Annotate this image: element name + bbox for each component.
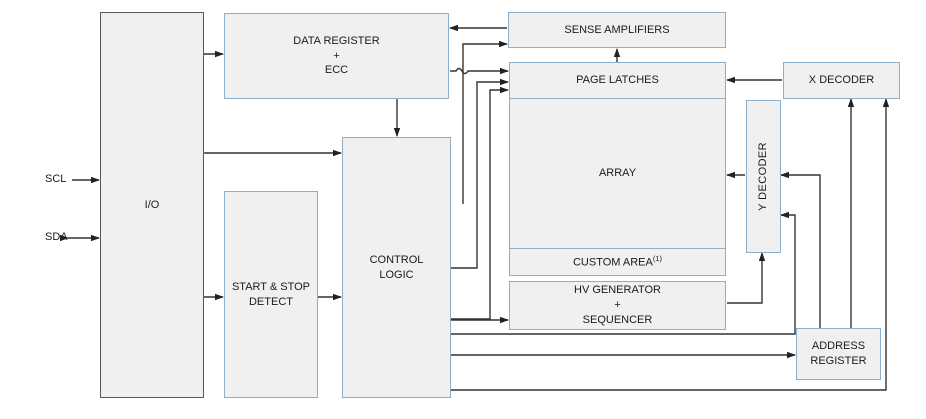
block-data-register[interactable]: DATA REGISTER + ECC — [224, 13, 449, 99]
wire-control-logic-to-sense-amp — [462, 40, 508, 204]
wire-data-register-to-page-latches — [450, 67, 509, 75]
wire-control-logic-to-page-latches-2 — [451, 86, 509, 320]
block-hv-generator[interactable]: HV GENERATOR + SEQUENCER — [509, 281, 726, 330]
pin-sda-text: SDA — [45, 231, 68, 243]
block-address-register-label: ADDRESS REGISTER — [810, 340, 867, 367]
block-y-decoder-label: Y DECODER — [757, 142, 770, 211]
block-hv-generator-label: HV GENERATOR + SEQUENCER — [574, 284, 661, 326]
block-custom-area[interactable]: CUSTOM AREA(1) — [509, 249, 726, 276]
block-address-register[interactable]: ADDRESS REGISTER — [796, 328, 881, 380]
block-sense-amplifiers[interactable]: SENSE AMPLIFIERS — [508, 12, 726, 48]
block-x-decoder-label: X DECODER — [808, 74, 875, 87]
pin-scl-text: SCL — [45, 173, 67, 185]
block-array-label: ARRAY — [598, 167, 637, 180]
block-y-decoder[interactable]: Y DECODER — [746, 100, 781, 253]
block-custom-area-label: CUSTOM AREA(1) — [569, 254, 666, 271]
wire-control-logic-to-y-decoder — [451, 211, 796, 335]
pin-label-scl: SCL — [45, 173, 66, 185]
block-page-latches[interactable]: PAGE LATCHES — [509, 62, 726, 99]
block-x-decoder[interactable]: X DECODER — [783, 62, 900, 99]
pin-label-sda: SDA — [45, 231, 68, 243]
block-control-logic-label: CONTROL LOGIC — [369, 253, 424, 281]
block-io[interactable]: I/O — [100, 12, 204, 398]
block-custom-area-text: CUSTOM AREA — [572, 256, 653, 269]
block-start-stop-detect[interactable]: START & STOP DETECT — [224, 191, 318, 398]
block-custom-area-superscript: (1) — [652, 253, 663, 263]
block-page-latches-label: PAGE LATCHES — [576, 74, 659, 87]
block-io-label: I/O — [144, 198, 160, 211]
block-start-stop-detect-label: START & STOP DETECT — [231, 280, 311, 308]
wire-hv-generator-to-y-decoder — [727, 252, 766, 304]
block-sense-amplifiers-label: SENSE AMPLIFIERS — [564, 23, 670, 36]
block-data-register-label: DATA REGISTER + ECC — [293, 34, 380, 77]
wire-control-logic-to-page-latches-1 — [451, 78, 509, 269]
block-array[interactable]: ARRAY — [509, 99, 726, 249]
wire-control-logic-to-x-decoder — [451, 98, 890, 391]
wire-address-register-to-y-decoder — [780, 171, 821, 328]
block-control-logic[interactable]: CONTROL LOGIC — [342, 137, 451, 398]
